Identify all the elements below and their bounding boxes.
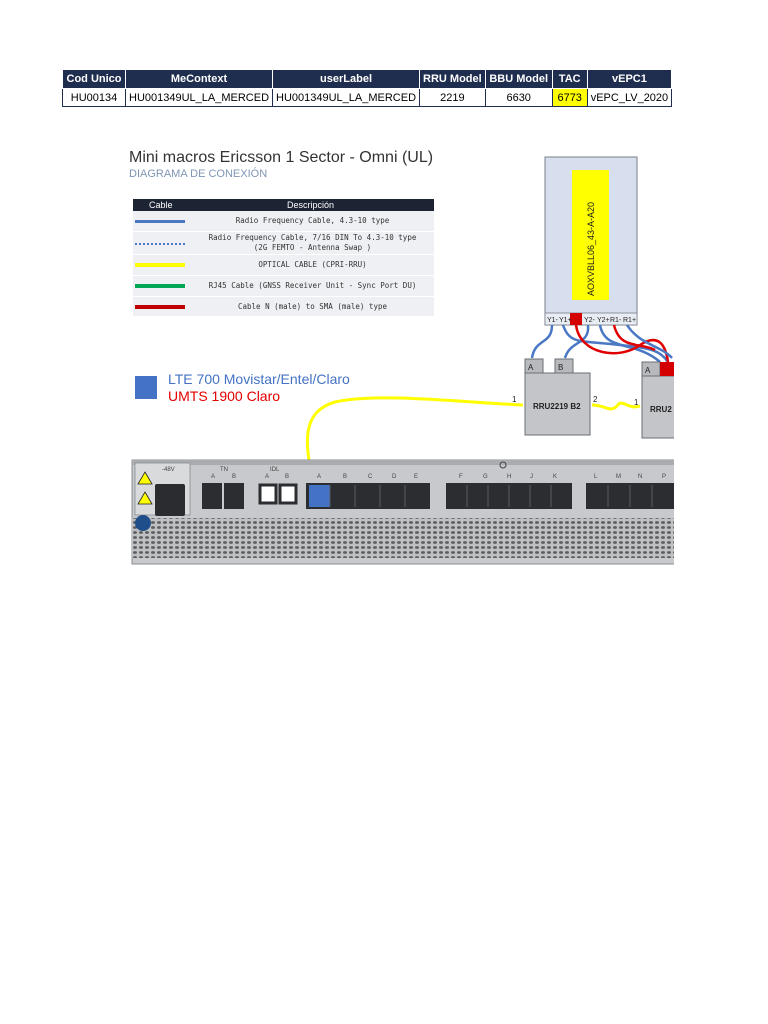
cell-tac: 6773 <box>551 88 588 107</box>
cell-userlabel: HU001349UL_LA_MERCED <box>272 88 421 107</box>
legend-desc: RJ45 Cable (GNSS Receiver Unit - Sync Po… <box>208 281 417 290</box>
bbu-ri-m: M <box>616 474 621 480</box>
col-bbu-model: BBU Model <box>484 69 553 89</box>
bbu-ri-k: K <box>553 474 557 480</box>
legend-header: Cable Descripción <box>133 199 434 211</box>
rru2-port-a: A <box>645 366 651 375</box>
legend-swatch-rf-din <box>135 243 185 245</box>
rru1-name: RRU2219 B2 <box>533 402 581 411</box>
legend-row: OPTICAL CABLE (CPRI-RRU) <box>133 255 434 276</box>
cell-bbu-model: 6630 <box>484 88 553 107</box>
rru-second: A RRU2 1 <box>634 361 674 439</box>
antenna: AOXVBLL06_43-A-A20 Y1- Y1+ Y2- Y2+ R1- R… <box>544 156 638 326</box>
legend-row: Cable N (male) to SMA (male) type <box>133 297 434 316</box>
bbu-idl-label: IDL <box>270 467 280 473</box>
legend-swatch-n-sma <box>135 304 185 309</box>
rru1-port-2: 2 <box>593 395 598 404</box>
rru1-port-a: A <box>528 363 534 372</box>
antenna-port-y2p: Y2+ <box>597 317 610 324</box>
legend-swatch-rj45 <box>135 284 185 288</box>
rru2-port-1: 1 <box>634 398 639 407</box>
bbu-ri-n: N <box>638 474 642 480</box>
legend-row: Radio Frequency Cable, 4.3-10 type <box>133 211 434 232</box>
bbu-ri-port-a-highlighted <box>309 485 330 507</box>
bbu-power-label: -48V <box>162 467 175 473</box>
band-color-swatch <box>135 376 157 399</box>
bbu-ri-d: D <box>392 474 397 480</box>
cell-mecontext: HU001349UL_LA_MERCED <box>124 88 274 107</box>
legend-desc: Cable N (male) to SMA (male) type <box>237 301 387 311</box>
bbu-6630: -48V TN A B IDL A B A B C D E F G H <box>131 459 674 565</box>
table-header-row: Cod Unico MeContext userLabel RRU Model … <box>62 69 673 89</box>
band-lte-label: LTE 700 Movistar/Entel/Claro <box>168 371 350 387</box>
bbu-ri-g: G <box>483 474 488 480</box>
bbu-ri-l: L <box>594 474 598 480</box>
legend-desc: Radio Frequency Cable, 7/16 DIN To 4.3-1… <box>208 233 417 252</box>
bbu-tn-a: A <box>211 474 215 480</box>
bbu-ri-c: C <box>368 474 373 480</box>
band-umts-label: UMTS 1900 Claro <box>168 388 281 404</box>
antenna-port-r1m: R1- <box>610 317 622 324</box>
legend-col-cable: Cable <box>149 200 173 210</box>
diagram-title: Mini macros Ericsson 1 Sector - Omni (UL… <box>129 149 434 166</box>
col-userlabel: userLabel <box>272 69 421 89</box>
legend-desc: OPTICAL CABLE (CPRI-RRU) <box>258 260 367 269</box>
col-tac: TAC <box>551 69 588 89</box>
bbu-tn-b: B <box>232 474 236 480</box>
col-vepc1: vEPC1 <box>586 69 673 89</box>
rru1-port-b: B <box>558 363 563 372</box>
rru-2219: A B RRU2219 B2 1 2 <box>512 358 598 436</box>
rru1-port-1: 1 <box>512 395 517 404</box>
antenna-port-r1p: R1+ <box>623 317 636 324</box>
optical-cables <box>305 396 641 487</box>
bbu-ri-j: J <box>530 474 533 480</box>
antenna-port-y1m: Y1- <box>547 317 559 324</box>
col-mecontext: MeContext <box>124 69 274 89</box>
antenna-port-y2m: Y2- <box>584 317 596 324</box>
bbu-ri-b: B <box>343 474 347 480</box>
bbu-ri-e: E <box>414 474 418 480</box>
legend-row: Radio Frequency Cable, 7/16 DIN To 4.3-1… <box>133 232 434 255</box>
bbu-ri-p: P <box>662 474 666 480</box>
diagram-subtitle: DIAGRAMA DE CONEXIÓN <box>129 168 268 180</box>
legend-swatch-optical <box>135 263 185 267</box>
bbu-idl-b: B <box>285 474 289 480</box>
bbu-tn-label: TN <box>220 467 228 473</box>
bbu-ri-h: H <box>507 474 511 480</box>
legend-row: RJ45 Cable (GNSS Receiver Unit - Sync Po… <box>133 276 434 297</box>
legend-swatch-rf <box>135 220 185 223</box>
legend-col-desc: Descripción <box>287 200 335 210</box>
bbu-idl-a: A <box>265 474 269 480</box>
antenna-model-label: AOXVBLL06_43-A-A20 <box>586 202 596 296</box>
bbu-ri-f: F <box>459 474 463 480</box>
cable-legend: Cable Descripción Radio Frequency Cable,… <box>133 199 434 316</box>
rru2-name: RRU2 <box>650 405 672 414</box>
antenna-label-plate <box>572 170 609 300</box>
cell-rru-model: 2219 <box>419 88 486 107</box>
col-cod-unico: Cod Unico <box>62 69 126 89</box>
rf-cables <box>530 324 673 363</box>
antenna-port-y1p: Y1+ <box>559 317 572 324</box>
cell-vepc1: vEPC_LV_2020 <box>586 88 673 107</box>
bbu-ri-a: A <box>317 474 321 480</box>
site-info-table: Cod Unico MeContext userLabel RRU Model … <box>62 69 673 107</box>
table-row: HU00134 HU001349UL_LA_MERCED HU001349UL_… <box>62 88 673 107</box>
legend-desc: Radio Frequency Cable, 4.3-10 type <box>235 216 390 225</box>
